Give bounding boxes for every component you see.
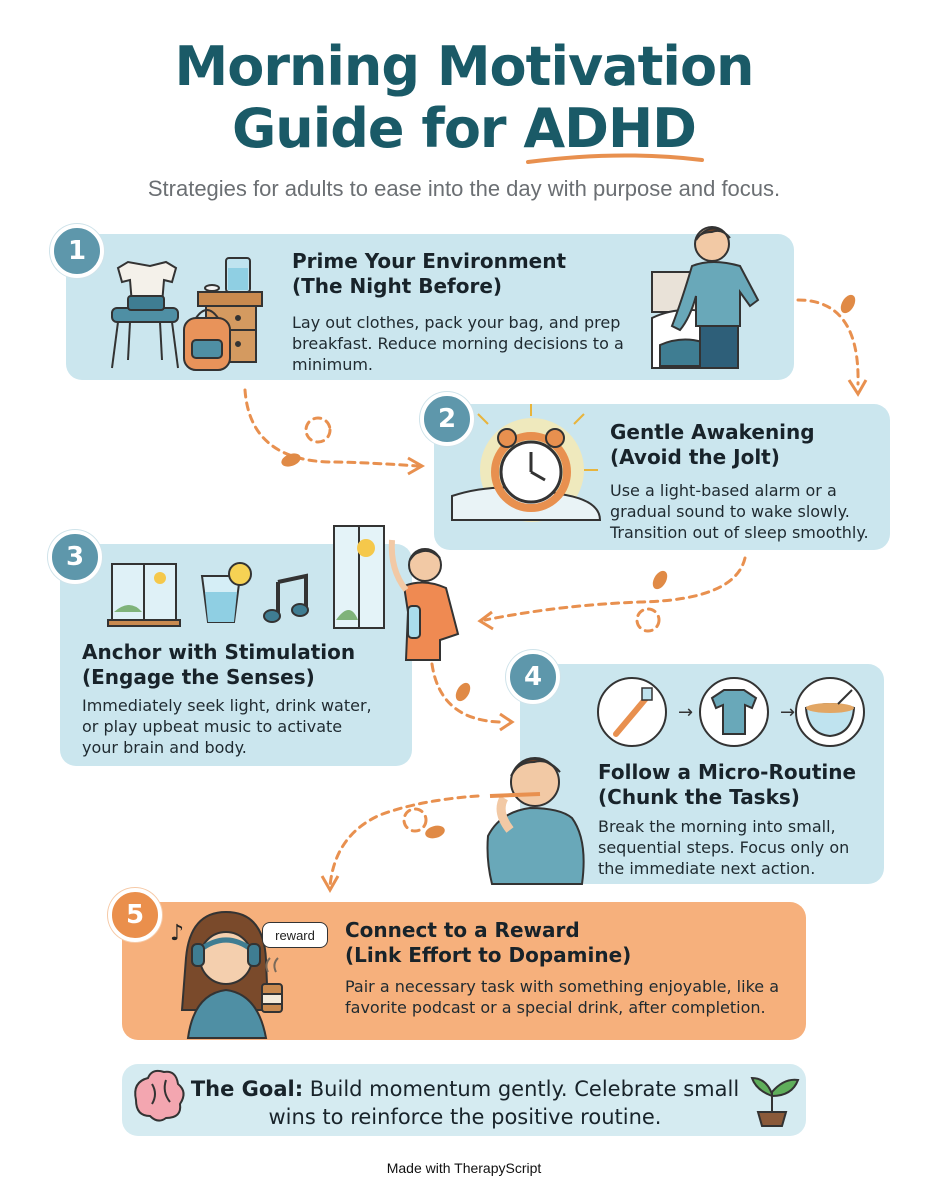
step-1-title-line1: Prime Your Environment <box>292 249 567 273</box>
step-1-body: Lay out clothes, pack your bag, and prep… <box>292 313 624 374</box>
clothes-chair-icon <box>111 260 179 369</box>
water-glass-icon <box>200 562 252 623</box>
flow-arrows <box>243 298 860 888</box>
step-1-badge: 1 <box>50 224 104 278</box>
step-4-body: Break the morning into small, sequential… <box>598 817 850 878</box>
step-5-badge: 5 <box>108 888 162 942</box>
goal-label: The Goal: <box>190 1077 304 1101</box>
music-note-icon: ♪ <box>170 921 184 946</box>
arrow-loop-3 <box>402 807 428 833</box>
arrow-1-to-2-left <box>243 388 420 468</box>
step-1-title-line2: (The Night Before) <box>292 274 503 298</box>
title-underline <box>526 153 704 164</box>
step-5-title: Connect to a Reward (Link Effort to Dopa… <box>345 918 631 968</box>
goal-statement: The Goal: Build momentum gently. Celebra… <box>175 1075 755 1131</box>
window-icon <box>107 563 181 627</box>
step-2-title-line2: (Avoid the Jolt) <box>610 445 780 469</box>
person-brushing-teeth-icon <box>486 757 585 885</box>
step-3-title: Anchor with Stimulation (Engage the Sens… <box>82 640 355 690</box>
step-5-title-line2: (Link Effort to Dopamine) <box>345 943 632 967</box>
cereal-bowl-icon <box>795 677 865 747</box>
step-2-badge: 2 <box>420 392 474 446</box>
goal-text: Build momentum gently. Celebrate small w… <box>268 1077 740 1129</box>
arrow-1-to-2 <box>796 298 860 386</box>
step-3-title-line2: (Engage the Senses) <box>82 665 315 689</box>
brain-icon <box>134 1069 185 1122</box>
arrow-4-to-5 <box>328 794 480 888</box>
woman-headphones-icon <box>180 910 283 1039</box>
music-note-icon <box>263 573 309 623</box>
arrow-loop-2 <box>635 607 661 633</box>
arrow-2-to-3 <box>483 556 747 622</box>
step-1-title: Prime Your Environment (The Night Before… <box>292 249 566 299</box>
page-title-line1: Morning Motivation <box>174 35 755 98</box>
title-prefix: Guide for <box>231 97 524 160</box>
t-shirt-icon <box>699 677 769 747</box>
backpack-icon <box>183 309 231 371</box>
person-stretching-icon <box>333 525 460 661</box>
page-subtitle: Strategies for adults to ease into the d… <box>147 176 781 201</box>
step-4-title: Follow a Micro-Routine (Chunk the Tasks) <box>598 760 856 810</box>
step-2-body: Use a light-based alarm or a gradual sou… <box>610 481 869 542</box>
reward-speech-bubble: reward <box>262 922 328 948</box>
goal-card <box>122 1064 806 1136</box>
page-title-line2: Guide for ADHD <box>0 102 928 156</box>
person-making-bed-icon <box>651 226 760 369</box>
step-3-title-line1: Anchor with Stimulation <box>82 640 356 664</box>
sprout-icon <box>750 1076 800 1127</box>
step-arrow-2: → <box>780 702 795 723</box>
toothbrush-icon <box>597 677 667 747</box>
step-3-body: Immediately seek light, drink water, or … <box>82 696 372 757</box>
footer-credit: Made with TherapyScript <box>386 1160 542 1176</box>
step-4-title-line1: Follow a Micro-Routine <box>598 760 857 784</box>
leaf-icon <box>281 294 856 839</box>
arrow-heads <box>320 379 868 894</box>
step-4-badge: 4 <box>506 650 560 704</box>
step-5-title-line1: Connect to a Reward <box>345 918 580 942</box>
step-2-title-line1: Gentle Awakening <box>610 420 815 444</box>
title-accent: ADHD <box>523 97 697 160</box>
alarm-clock-icon <box>451 404 602 522</box>
arrow-loop-1 <box>304 416 332 444</box>
step-arrow-1: → <box>678 702 693 723</box>
step-5-body: Pair a necessary task with something enj… <box>345 977 779 1017</box>
step-2-title: Gentle Awakening (Avoid the Jolt) <box>610 420 815 470</box>
step-4-title-line2: (Chunk the Tasks) <box>598 785 800 809</box>
step-3-badge: 3 <box>48 530 102 584</box>
